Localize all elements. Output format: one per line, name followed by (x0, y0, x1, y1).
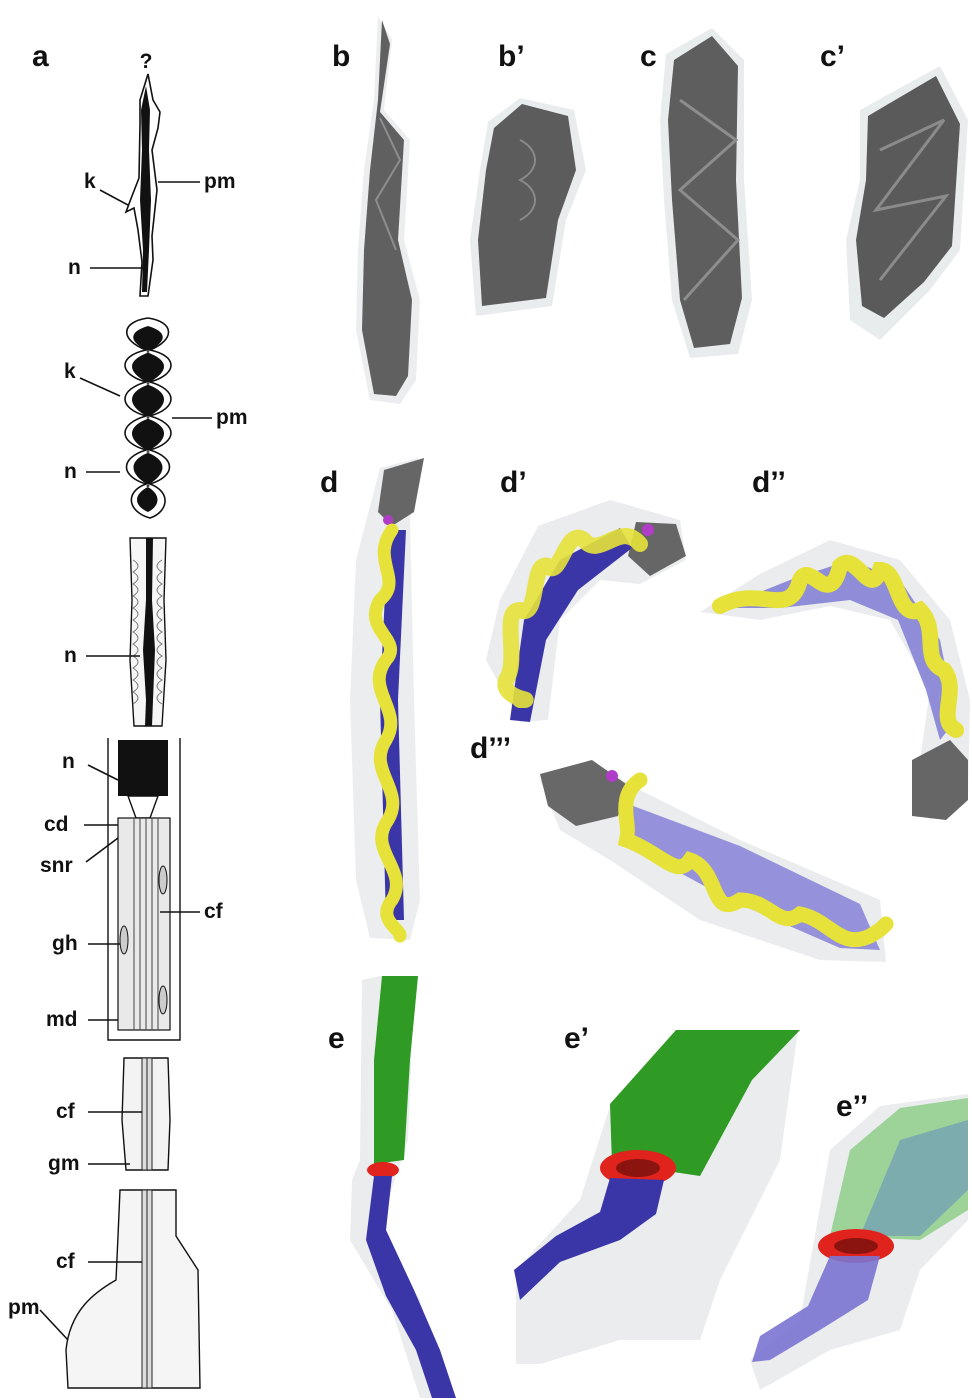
panel-d3-render (540, 760, 886, 962)
label-pm-3: pm (8, 1296, 40, 1319)
panel-label-e: e (328, 1022, 345, 1055)
panel-a-neck-segment (130, 538, 166, 726)
label-snr: snr (40, 854, 73, 877)
panel-label-c-prime: c’ (820, 40, 845, 73)
panel-a-midpiece-segment (108, 738, 180, 1040)
panel-a-drawing: ? k pm n k pm n n n cd snr cf gh md cf g… (8, 50, 248, 1388)
panel-label-b: b (332, 40, 350, 73)
panel-a-principal-segment (122, 1058, 170, 1170)
panel-c1-render (846, 66, 968, 340)
panel-a-question-mark: ? (140, 50, 153, 73)
label-gh: gh (52, 932, 78, 955)
panel-e1-render (514, 1030, 800, 1364)
panel-c-render (660, 28, 752, 358)
panel-b1-render (470, 98, 586, 316)
label-n-2: n (64, 460, 77, 483)
panel-a-helical-segment (125, 318, 171, 518)
panel-label-d: d (320, 466, 338, 499)
panel-label-d-prime: d’ (500, 466, 527, 499)
label-pm-2: pm (216, 406, 248, 429)
panel-a-end-segment (66, 1190, 200, 1388)
label-gm: gm (48, 1152, 80, 1175)
panel-label-a: a (32, 40, 49, 73)
panel-e-render (350, 976, 456, 1398)
label-pm-1: pm (204, 170, 236, 193)
panel-label-e-prime: e’ (564, 1022, 589, 1055)
panel-d1-render (486, 500, 686, 722)
panel-label-b-prime: b’ (498, 40, 525, 73)
label-n-3: n (64, 644, 77, 667)
label-cf-3: cf (56, 1250, 76, 1273)
label-cf-2: cf (56, 1100, 76, 1123)
label-k-1: k (84, 170, 96, 193)
label-cf-1: cf (204, 900, 224, 923)
label-cd: cd (44, 813, 69, 836)
panel-a-head-tip (126, 74, 160, 296)
label-k-2: k (64, 360, 76, 383)
panel-label-d-double-prime: d’’ (752, 466, 786, 499)
label-md: md (46, 1008, 78, 1031)
panel-label-d-triple-prime: d’’’ (470, 732, 511, 765)
panel-label-c: c (640, 40, 657, 73)
label-n-1: n (68, 256, 81, 279)
label-n-4: n (62, 750, 75, 773)
panel-label-e-double-prime: e’’ (836, 1090, 868, 1123)
panel-d2-render (700, 540, 970, 820)
panel-b-render (356, 16, 420, 404)
panel-d-render (350, 458, 424, 940)
